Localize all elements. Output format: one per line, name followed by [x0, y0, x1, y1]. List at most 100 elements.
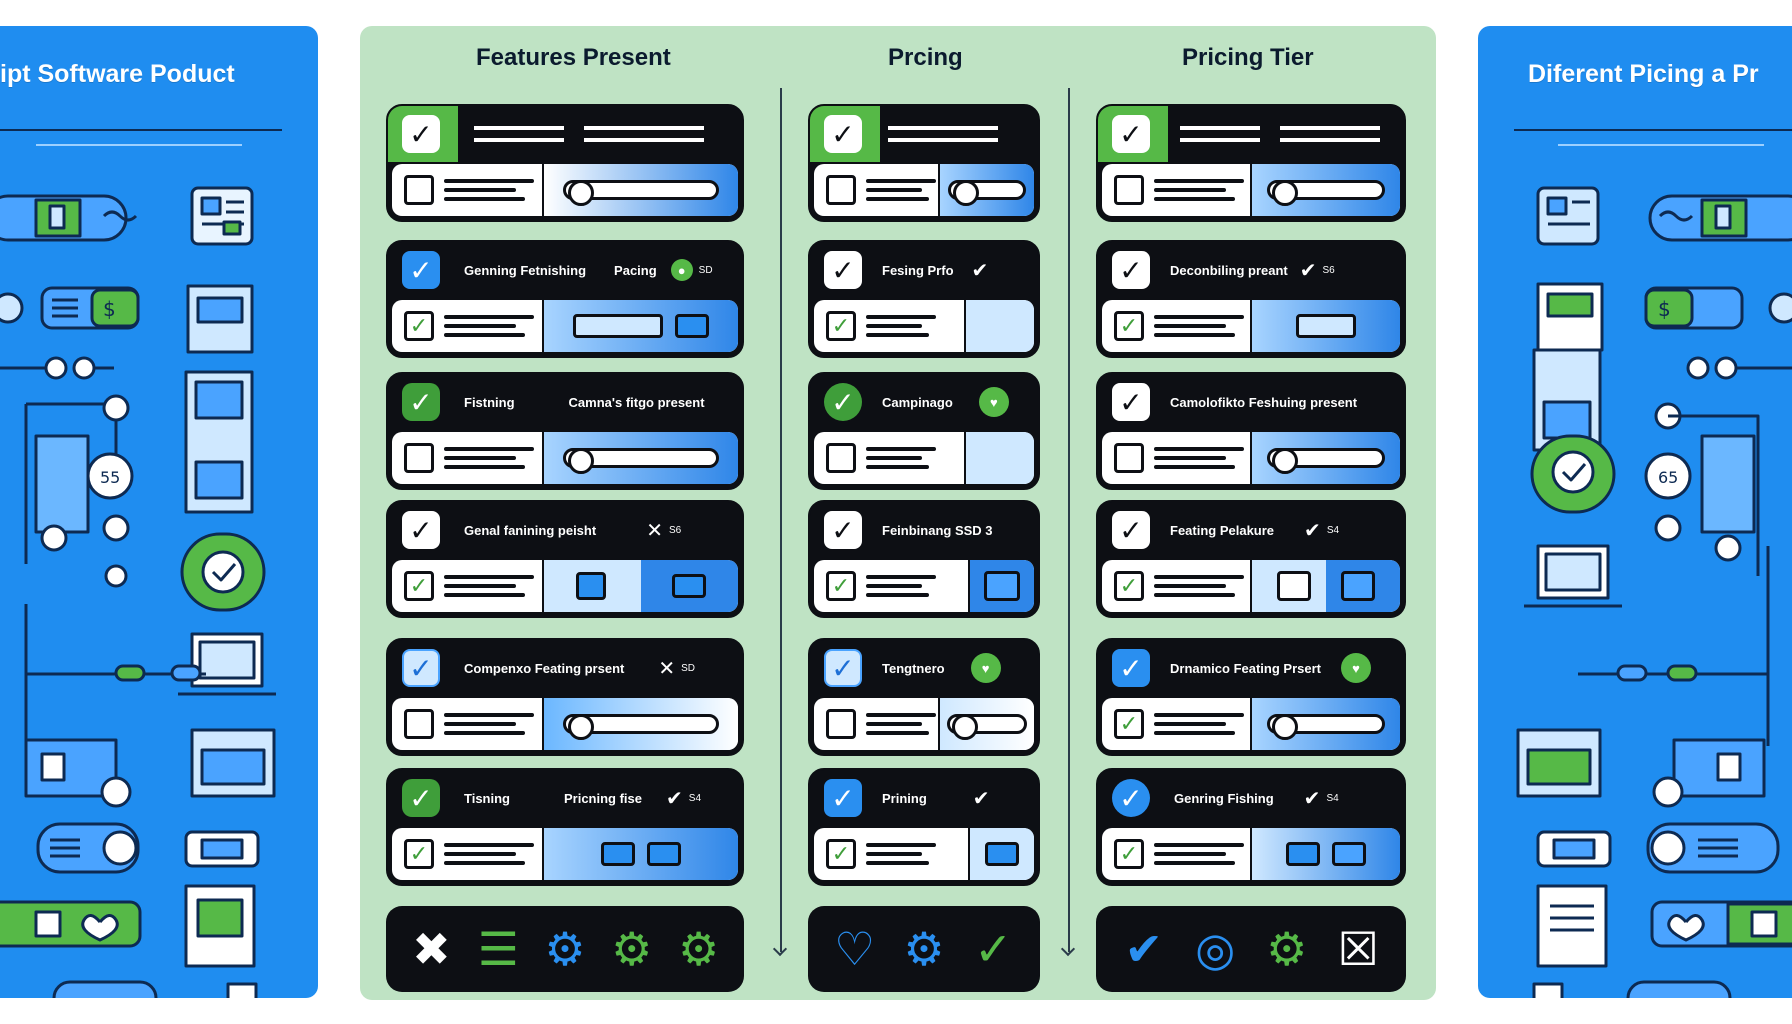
- left-number-badge: [86, 452, 134, 500]
- checkbox[interactable]: ✓: [1114, 709, 1144, 739]
- check-icon[interactable]: ✓: [1112, 115, 1150, 153]
- check-icon[interactable]: ✓: [824, 649, 862, 687]
- checkbox[interactable]: ✓: [1114, 571, 1144, 601]
- option-button[interactable]: [985, 842, 1019, 866]
- slider[interactable]: [563, 180, 719, 206]
- check-icon[interactable]: ✓: [824, 383, 862, 421]
- checkbox[interactable]: ✓: [404, 571, 434, 601]
- check-icon[interactable]: ✓: [1112, 511, 1150, 549]
- tier-icon-bar: ✔ ◎ ⚙ ☒: [1096, 906, 1406, 992]
- option-button[interactable]: [672, 574, 706, 598]
- header-card[interactable]: ✓: [386, 104, 744, 222]
- right-side-panel: Diferent Picing a Pr $ 65: [1478, 26, 1792, 998]
- tier-row[interactable]: ✓ Camolofikto Feshuing present: [1096, 372, 1406, 490]
- option-button[interactable]: [601, 842, 635, 866]
- close-box-icon[interactable]: ☒: [1337, 923, 1379, 975]
- right-illustration: $ 65: [1516, 186, 1792, 998]
- checkbox[interactable]: ✓: [404, 311, 434, 341]
- heart-icon[interactable]: ♡: [834, 923, 876, 975]
- check-icon[interactable]: ✓: [824, 115, 862, 153]
- checkbox[interactable]: ✓: [826, 311, 856, 341]
- checkbox[interactable]: ✓: [404, 839, 434, 869]
- header-card[interactable]: ✓: [1096, 104, 1406, 222]
- option-button[interactable]: [573, 314, 663, 338]
- tablet-icon: [1536, 884, 1608, 968]
- tier-row[interactable]: ✓ Deconbiling preant ✔ S6 ✓: [1096, 240, 1406, 358]
- checkbox[interactable]: ✓: [1114, 839, 1144, 869]
- gear-icon[interactable]: ⚙: [611, 923, 653, 975]
- slider[interactable]: [1266, 448, 1386, 474]
- option-button[interactable]: [1286, 842, 1320, 866]
- option-button[interactable]: [1341, 571, 1375, 601]
- option-button[interactable]: [675, 314, 709, 338]
- checkbox[interactable]: ✓: [826, 571, 856, 601]
- right-number-badge: [1644, 452, 1692, 500]
- document-icon: [190, 186, 254, 246]
- checkbox[interactable]: [404, 175, 434, 205]
- check-icon[interactable]: ✓: [402, 649, 440, 687]
- check-icon[interactable]: ✓: [402, 383, 440, 421]
- slider[interactable]: [947, 714, 1027, 740]
- option-button[interactable]: [1332, 842, 1366, 866]
- comparison-panel: Features Present Prcing Pricing Tier ✓ ✓…: [360, 26, 1436, 1000]
- feature-row[interactable]: ✓ Genning Fetnishing Pacing ● SD ✓: [386, 240, 744, 358]
- gear-icon[interactable]: ⚙: [544, 923, 586, 975]
- option-button[interactable]: [1296, 314, 1356, 338]
- gear-icon[interactable]: ⚙: [677, 923, 720, 975]
- column-divider: [780, 88, 782, 952]
- list-icon[interactable]: ☰: [477, 923, 519, 975]
- check-icon[interactable]: ✓: [1112, 779, 1150, 817]
- checkbox[interactable]: ✓: [826, 839, 856, 869]
- gear-icon[interactable]: ⚙: [1266, 923, 1308, 975]
- checkbox[interactable]: [404, 443, 434, 473]
- option-button[interactable]: [576, 572, 606, 600]
- ring-icon[interactable]: ◎: [1195, 923, 1236, 975]
- option-button[interactable]: [647, 842, 681, 866]
- check-icon[interactable]: ✓: [402, 779, 440, 817]
- check-icon[interactable]: ✓: [974, 923, 1013, 975]
- slider[interactable]: [948, 180, 1026, 206]
- header-card[interactable]: ✓: [808, 104, 1040, 222]
- left-side-panel: ipt Software Poduct $: [0, 26, 318, 998]
- check-icon[interactable]: ✓: [824, 511, 862, 549]
- check-icon[interactable]: ✓: [824, 251, 862, 289]
- check-icon[interactable]: ✓: [402, 511, 440, 549]
- close-icon: ✕: [658, 657, 676, 680]
- check-icon[interactable]: ✓: [824, 779, 862, 817]
- checkbox[interactable]: ✓: [1114, 311, 1144, 341]
- pricing-row[interactable]: ✓ Feinbinang SSD 3 ✓: [808, 500, 1040, 618]
- checkbox[interactable]: [826, 175, 856, 205]
- check-circle-icon[interactable]: ✔: [1124, 923, 1164, 975]
- tier-row[interactable]: ✓ Drnamico Feating Prsert ♥ ✓: [1096, 638, 1406, 756]
- slider[interactable]: [1266, 180, 1386, 206]
- pricing-row[interactable]: ✓ Tengtnero ♥: [808, 638, 1040, 756]
- check-icon[interactable]: ✓: [1112, 383, 1150, 421]
- option-button[interactable]: [1277, 571, 1311, 601]
- check-icon[interactable]: ✓: [1112, 251, 1150, 289]
- checkbox[interactable]: [1114, 175, 1144, 205]
- slider[interactable]: [1266, 714, 1386, 740]
- feature-row[interactable]: ✓ Compenxo Feating prsent ✕ SD: [386, 638, 744, 756]
- check-icon[interactable]: ✓: [402, 115, 440, 153]
- pricing-row[interactable]: ✓ Fesing Prfo ✔ ✓: [808, 240, 1040, 358]
- option-button[interactable]: [984, 571, 1020, 601]
- feature-row[interactable]: ✓ Tisning Pricning fise ✔ S4 ✓: [386, 768, 744, 886]
- check-icon[interactable]: ✓: [1112, 649, 1150, 687]
- shield-icon: ♥: [978, 387, 1009, 417]
- slider[interactable]: [563, 448, 719, 474]
- gear-icon: [1652, 776, 1684, 808]
- pricing-row[interactable]: ✓ Prining ✔ ✓: [808, 768, 1040, 886]
- tier-row[interactable]: ✓ Genring Fishing ✔ S4 ✓: [1096, 768, 1406, 886]
- tier-row[interactable]: ✓ Feating Pelakure ✔ S4 ✓: [1096, 500, 1406, 618]
- checkbox[interactable]: [1114, 443, 1144, 473]
- close-icon[interactable]: ✖: [412, 923, 451, 975]
- checkbox[interactable]: [404, 709, 434, 739]
- checkbox[interactable]: [826, 709, 856, 739]
- pricing-row[interactable]: ✓ Campinago ♥: [808, 372, 1040, 490]
- feature-row[interactable]: ✓ Fistning Camna's fitgo present: [386, 372, 744, 490]
- slider[interactable]: [563, 714, 719, 740]
- gear-icon[interactable]: ⚙: [903, 923, 945, 975]
- checkbox[interactable]: [826, 443, 856, 473]
- feature-row[interactable]: ✓ Genal fanining peisht ✕ S6 ✓: [386, 500, 744, 618]
- check-icon[interactable]: ✓: [402, 251, 440, 289]
